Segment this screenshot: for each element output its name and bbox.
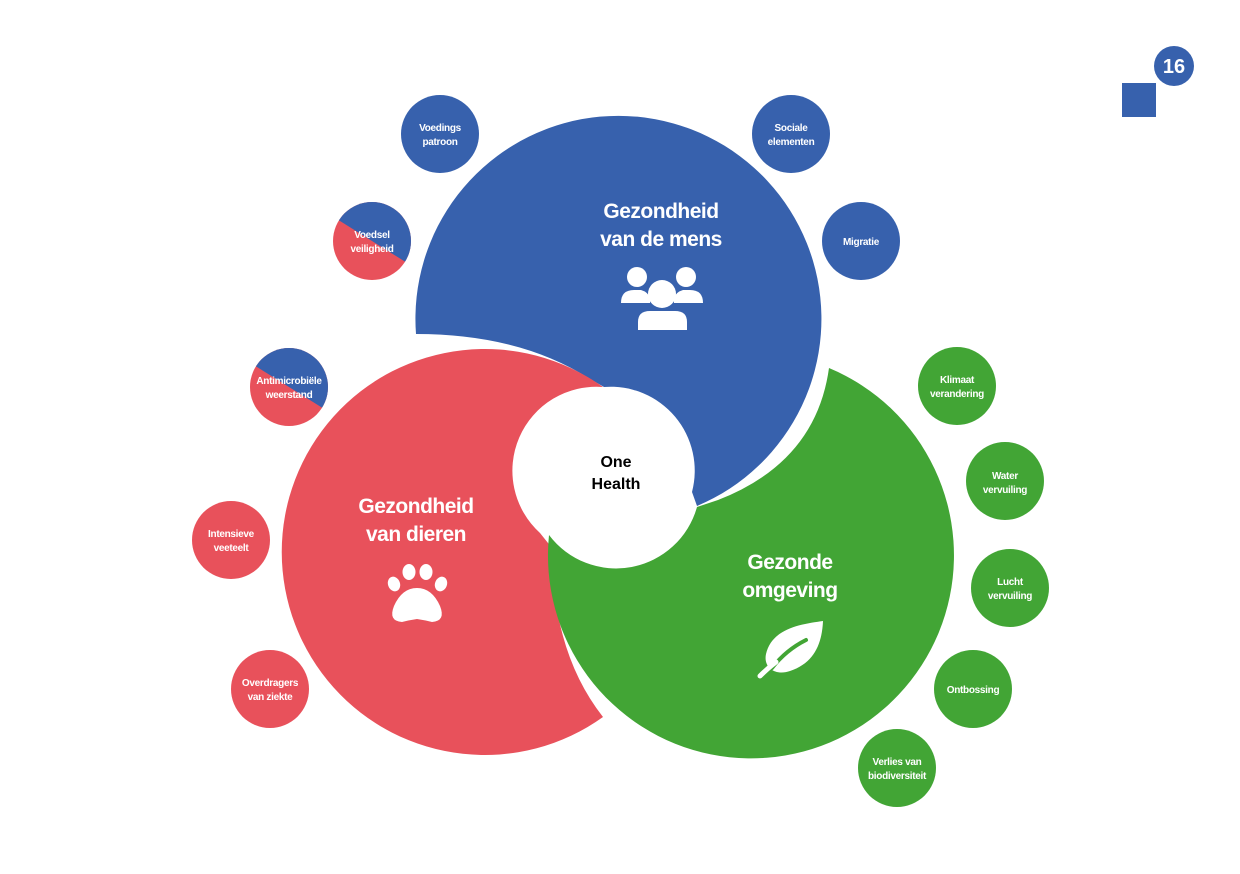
paw-icon <box>387 564 448 622</box>
factor-label-line1: Antimicrobiële <box>256 376 322 387</box>
factor-label-line1: Overdragers <box>242 678 299 689</box>
center-label-line2: Health <box>592 476 641 493</box>
factor-label-line1: Intensieve <box>208 529 255 540</box>
factor-bubble <box>966 442 1044 520</box>
factor-bubble <box>858 729 936 807</box>
environment-segment-shape <box>547 368 954 759</box>
factor-bubble <box>192 501 270 579</box>
badge-circle <box>1154 46 1194 86</box>
factor-label-line1: Lucht <box>997 577 1024 588</box>
factor-label-line2: biodiversiteit <box>868 771 927 782</box>
factor-label-line2: van ziekte <box>248 692 294 703</box>
factor-bubble <box>822 202 900 280</box>
factor-label-line1: Voedings <box>419 123 462 134</box>
factor-label-line1: Voedsel <box>354 230 390 241</box>
environment-title-line2: omgeving <box>742 579 837 602</box>
factor-ontbossing: Ontbossing <box>934 650 1012 728</box>
factor-luchtvervuiling: Lucht vervuiling <box>971 549 1049 627</box>
factor-label-line1: Migratie <box>843 237 880 248</box>
badge-square <box>1122 83 1156 117</box>
page-number-badge: 16 <box>1122 42 1198 117</box>
leaf-icon <box>757 621 823 679</box>
human-title-line1: Gezondheid <box>603 200 718 223</box>
factor-bubble <box>231 650 309 728</box>
factor-klimaatverandering: Klimaat verandering <box>918 347 996 425</box>
factor-bubble <box>934 650 1012 728</box>
animal-title-line1: Gezondheid <box>358 495 473 518</box>
factor-label-line2: vervuiling <box>983 485 1027 496</box>
factor-bubble <box>971 549 1049 627</box>
factor-verlies-van-biodiversiteit: Verlies van biodiversiteit <box>858 729 936 807</box>
factor-label-line2: patroon <box>422 137 457 148</box>
factor-label-line2: veiligheid <box>350 244 393 255</box>
factor-label-line1: Water <box>992 471 1018 482</box>
segment-environment: Gezonde omgeving <box>547 368 954 759</box>
factor-label-line2: vervuiling <box>988 591 1032 602</box>
factor-antimicrobiele-weerstand: Antimicrobiële weerstand <box>250 348 328 426</box>
factor-intensieve-veeteelt: Intensieve veeteelt <box>192 501 270 579</box>
human-title-line2: van de mens <box>600 228 722 251</box>
factor-label-line1: Klimaat <box>940 375 975 386</box>
people-icon <box>621 267 703 330</box>
factor-overdragers-van-ziekte: Overdragers van ziekte <box>231 650 309 728</box>
center-label-line1: One <box>600 454 631 471</box>
factor-label-line2: elementen <box>768 137 815 148</box>
factor-bubble <box>918 347 996 425</box>
factor-label-line2: veeteelt <box>214 543 250 554</box>
factor-label-line1: Verlies van <box>873 757 922 768</box>
factor-voedingspatroon: Voedings patroon <box>401 95 479 173</box>
factor-bubble <box>752 95 830 173</box>
factor-label-line1: Ontbossing <box>947 685 1000 696</box>
factor-migratie: Migratie <box>822 202 900 280</box>
factor-watervervuiling: Water vervuiling <box>966 442 1044 520</box>
factor-label-line2: verandering <box>930 389 984 400</box>
center-one-health: One Health <box>592 454 641 493</box>
environment-title-line1: Gezonde <box>747 551 832 574</box>
factor-bubble <box>401 95 479 173</box>
human-segment-shape <box>415 115 822 507</box>
factor-sociale-elementen: Sociale elementen <box>752 95 830 173</box>
factor-label-line2: weerstand <box>265 390 313 401</box>
factor-label-line1: Sociale <box>775 123 809 134</box>
factor-voedselveiligheid: Voedsel veiligheid <box>333 202 411 280</box>
animal-title-line2: van dieren <box>366 523 466 546</box>
page-number: 16 <box>1163 56 1185 78</box>
segment-animal-health: Gezondheid van dieren <box>281 349 603 755</box>
animal-segment-shape <box>281 349 603 755</box>
segment-human-health: Gezondheid van de mens <box>415 115 822 507</box>
